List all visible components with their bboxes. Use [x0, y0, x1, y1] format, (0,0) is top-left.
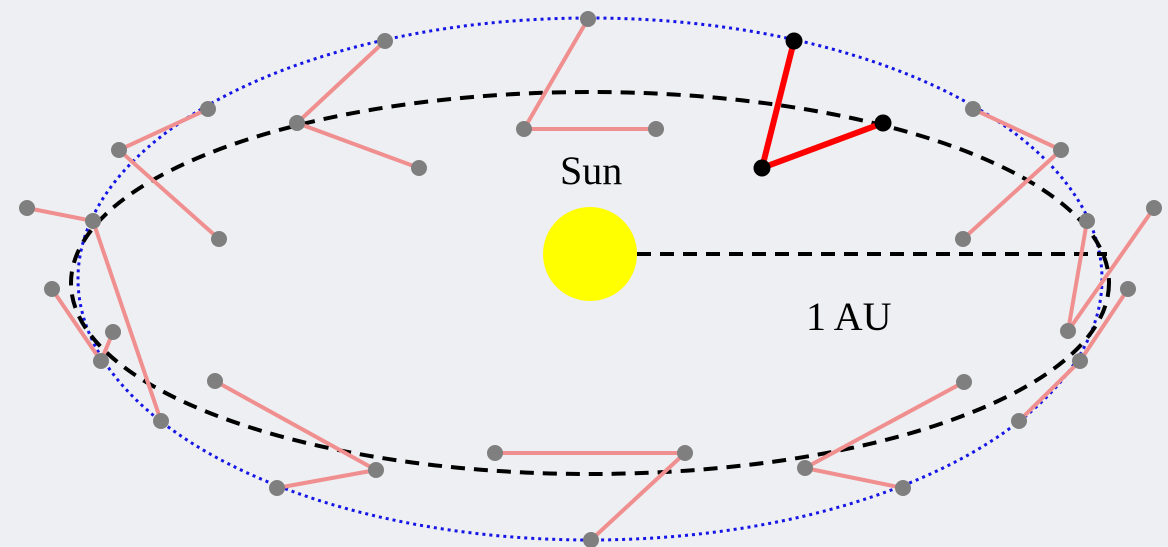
gray-triangle-side — [25, 206, 95, 223]
highlight-triangle — [753, 32, 892, 177]
gray-triangle-point — [487, 445, 503, 461]
gray-triangle-side — [91, 219, 163, 423]
gray-triangle-point — [200, 101, 216, 117]
gray-triangle-point — [516, 121, 532, 137]
gray-triangle-point — [111, 142, 127, 158]
gray-triangle-side — [1066, 206, 1156, 333]
gray-triangle-point — [955, 231, 971, 247]
gray-triangle-point — [269, 480, 285, 496]
gray-triangle-point — [377, 33, 393, 49]
gray-triangle-point — [153, 413, 169, 429]
gray-triangle-side — [50, 287, 103, 363]
gray-triangle-side — [275, 468, 378, 490]
gray-triangle-side — [522, 17, 590, 131]
gray-triangle-point — [411, 160, 427, 176]
highlight-triangle-side — [759, 120, 886, 171]
gray-triangle-point — [1072, 353, 1088, 369]
gray-triangle-side — [961, 148, 1063, 241]
gray-triangle-point — [1079, 213, 1095, 229]
highlight-triangle-side — [759, 38, 797, 171]
gray-triangle-point — [1060, 323, 1076, 339]
highlight-triangle-point — [785, 32, 803, 50]
gray-triangle-point — [19, 200, 35, 216]
gray-triangle-point — [965, 101, 981, 117]
gray-triangle-side — [803, 466, 905, 490]
gray-triangle-point — [956, 374, 972, 390]
gray-triangle-side — [1066, 219, 1089, 333]
gray-triangle-side — [971, 107, 1063, 152]
gray-triangle-point — [580, 11, 596, 27]
gray-triangle-point — [797, 460, 813, 476]
gray-triangle-point — [583, 532, 599, 547]
gray-triangle-point — [1146, 200, 1162, 216]
gray-triangle-side — [1078, 287, 1130, 363]
gray-triangle-side — [589, 451, 687, 542]
sun — [543, 207, 637, 301]
gray-triangle-side — [1017, 359, 1082, 423]
gray-triangle-side — [295, 39, 387, 125]
gray-triangle-side — [803, 380, 966, 470]
gray-triangle-point — [1120, 281, 1136, 297]
gray-triangle-point — [211, 231, 227, 247]
gray-triangle-point — [677, 445, 693, 461]
sun-label: Sun — [560, 148, 622, 193]
gray-triangle-point — [1011, 413, 1027, 429]
gray-triangle-point — [895, 480, 911, 496]
au-label: 1 AU — [806, 294, 892, 339]
gray-triangle-point — [1053, 142, 1069, 158]
gray-triangle-point — [207, 373, 223, 389]
gray-triangles — [19, 11, 1162, 547]
inner-orbit — [69, 90, 1111, 476]
gray-triangle-point — [289, 115, 305, 131]
gray-triangle-point — [368, 462, 384, 478]
gray-triangle-point — [85, 213, 101, 229]
gray-triangle-point — [93, 353, 109, 369]
gray-triangle-point — [648, 121, 664, 137]
gray-triangle-point — [105, 324, 121, 340]
gray-triangle-side — [295, 121, 421, 170]
gray-triangle-side — [213, 379, 378, 472]
highlight-triangle-point — [874, 114, 892, 132]
gray-triangle-side — [117, 107, 210, 152]
gray-triangle-point — [44, 281, 60, 297]
highlight-triangle-point — [753, 159, 771, 177]
gray-triangle-side — [117, 148, 221, 241]
